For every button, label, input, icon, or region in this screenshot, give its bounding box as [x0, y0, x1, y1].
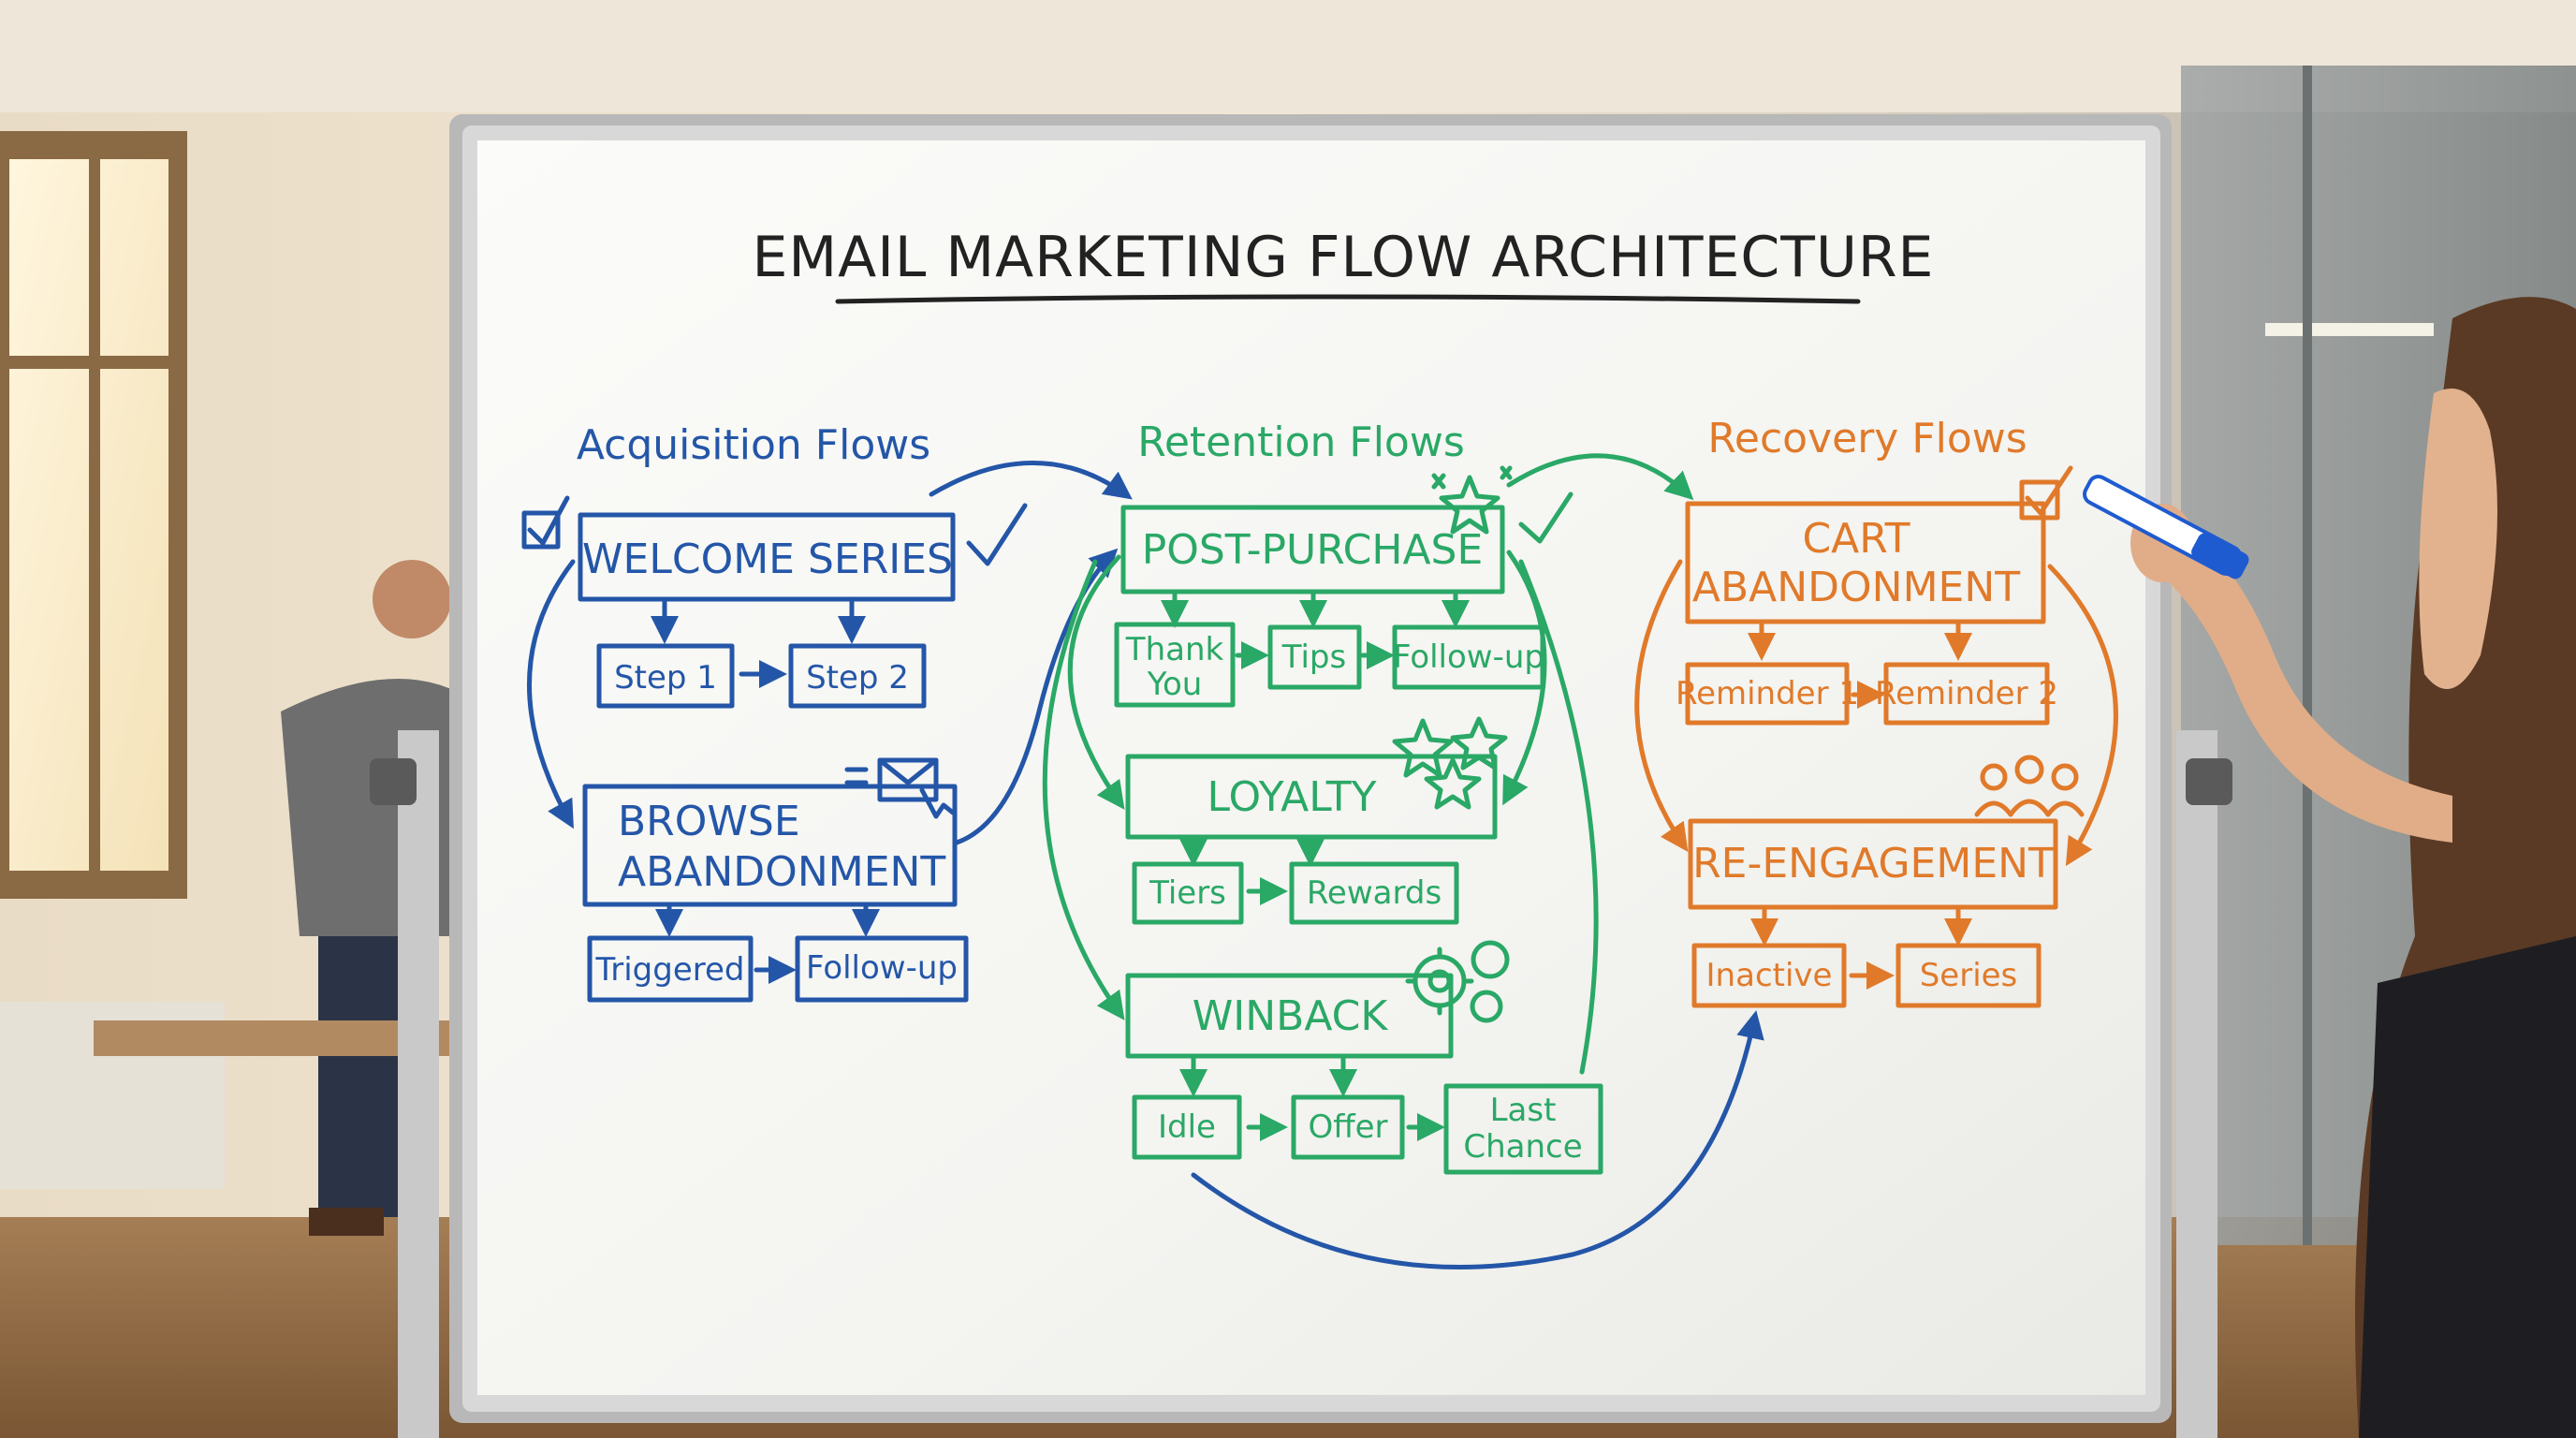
- step-1-box: [596, 643, 735, 709]
- retention-header: Retention Flows: [1137, 418, 1465, 466]
- reminder-2-label: Reminder 2: [1875, 675, 2058, 712]
- marker-icon: [2083, 475, 2249, 580]
- reminder-1-box: [1685, 662, 1850, 726]
- thank-you-line2: You: [1147, 666, 1203, 703]
- window: [0, 131, 187, 899]
- loyalty-label: LOYALTY: [1208, 773, 1377, 821]
- acquisition-header: Acquisition Flows: [577, 421, 930, 469]
- reminder-2-box: [1883, 662, 2050, 726]
- checkmark-icon: [966, 503, 1028, 566]
- whiteboard: [449, 114, 2172, 1423]
- stars-icon: [1431, 465, 1513, 535]
- inactive-label: Inactive: [1706, 957, 1833, 994]
- post-purchase-follow-up-label: Follow-up: [1393, 638, 1544, 676]
- recovery-column: Recovery Flows CART ABANDONMENT Reminder…: [1634, 415, 2118, 1008]
- offer-label: Offer: [1308, 1108, 1387, 1146]
- title-underline: [835, 294, 1861, 304]
- browse-abandonment-box: [582, 784, 958, 907]
- welcome-series-label: WELCOME SERIES: [582, 536, 953, 583]
- last-chance-box: [1443, 1083, 1603, 1175]
- browse-label-line1: BROWSE: [618, 798, 800, 845]
- retention-column: Retention Flows POST-PURCHASE Thank You …: [1042, 418, 1694, 1175]
- step-1-label: Step 1: [614, 659, 717, 697]
- board-title: EMAIL MARKETING FLOW ARCHITECTURE: [753, 225, 1935, 290]
- tips-label: Tips: [1281, 638, 1346, 676]
- idle-box: [1132, 1094, 1242, 1160]
- people-icon: [1974, 755, 2085, 817]
- cart-label-line1: CART: [1802, 515, 1910, 563]
- thank-you-line1: Thank: [1125, 631, 1224, 668]
- cart-abandonment-box: [1685, 501, 2046, 624]
- browse-label-line2: ABANDONMENT: [618, 848, 945, 896]
- cart-label-line2: ABANDONMENT: [1692, 564, 2020, 611]
- ceiling: [0, 0, 2576, 112]
- re-engagement-label: RE-ENGAGEMENT: [1692, 840, 2054, 888]
- triggered-label: Triggered: [594, 951, 744, 989]
- retention-checkmark-icon: [1518, 492, 1573, 544]
- thank-you-box: [1114, 622, 1236, 708]
- re-engagement-box: [1688, 818, 2058, 910]
- offer-box: [1291, 1094, 1405, 1160]
- winback-label: WINBACK: [1193, 992, 1389, 1040]
- tiers-box: [1132, 861, 1244, 925]
- step-2-label: Step 2: [806, 659, 909, 697]
- series-box: [1895, 943, 2042, 1008]
- inactive-box: [1691, 943, 1847, 1008]
- checkbox-icon: [521, 495, 570, 550]
- series-label: Series: [1920, 957, 2018, 994]
- rewards-label: Rewards: [1307, 874, 1442, 912]
- step-2-box: [788, 643, 927, 709]
- winback-box: [1125, 973, 1454, 1059]
- tips-box: [1267, 624, 1362, 690]
- reminder-1-label: Reminder 1: [1676, 675, 1859, 712]
- email-envelope-icon: [844, 757, 956, 819]
- whiteboard-stand: [370, 730, 2232, 1438]
- last-chance-line2: Chance: [1463, 1128, 1582, 1166]
- browse-follow-up-label: Follow-up: [806, 949, 958, 987]
- post-purchase-label: POST-PURCHASE: [1142, 526, 1484, 574]
- triggered-box: [587, 935, 754, 1003]
- idle-label: Idle: [1158, 1108, 1216, 1146]
- rewards-box: [1289, 861, 1459, 925]
- tiers-label: Tiers: [1149, 874, 1226, 912]
- recovery-header: Recovery Flows: [1707, 415, 2027, 462]
- browse-follow-up-box: [795, 935, 969, 1003]
- acquisition-column: Acquisition Flows WELCOME SERIES Step 1 …: [521, 421, 1764, 1270]
- welcome-series-box: [578, 512, 956, 602]
- last-chance-line1: Last: [1490, 1092, 1557, 1129]
